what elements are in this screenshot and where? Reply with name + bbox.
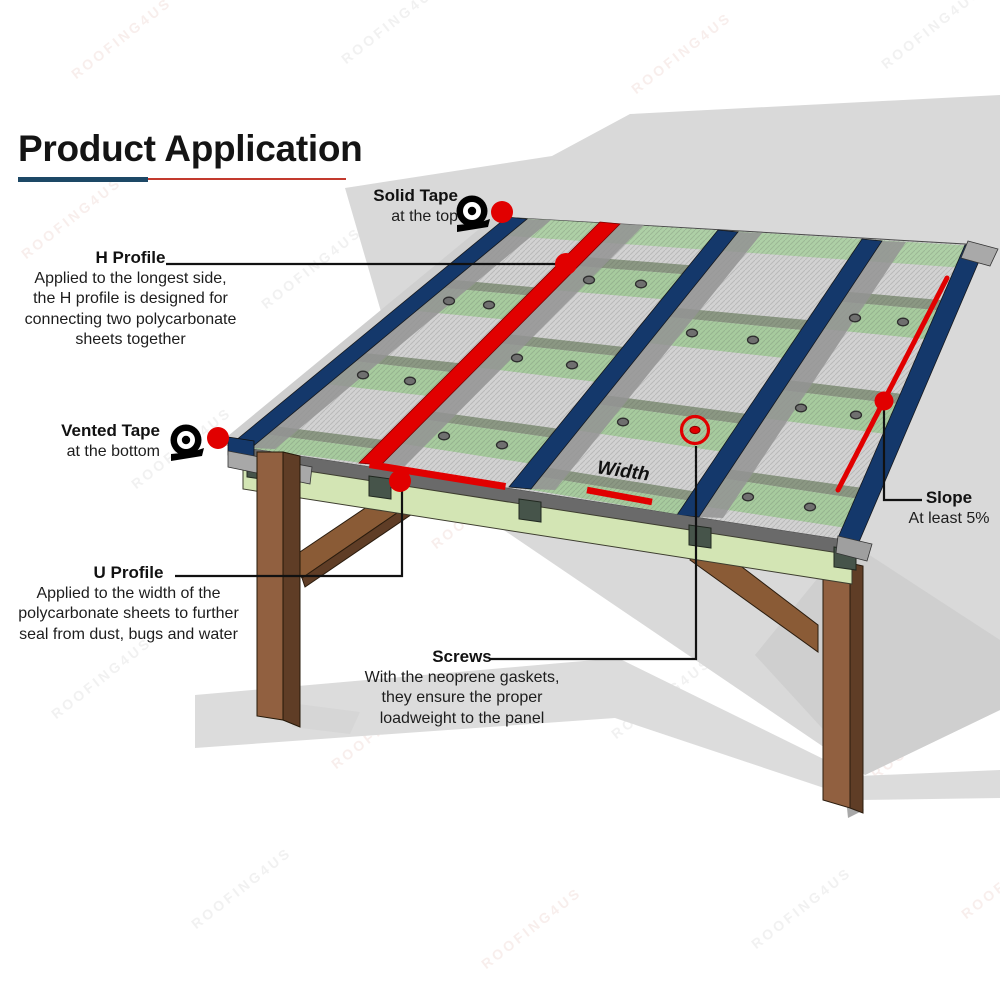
- u-profile-label: U Profile Applied to the width of the po…: [12, 563, 245, 645]
- u-profile-description: Applied to the width of the polycarbonat…: [18, 584, 239, 643]
- h-profile-dot: [555, 253, 577, 275]
- solid-tape-roll-icon: [456, 195, 490, 232]
- screws: [356, 275, 910, 512]
- screw-highlight-circle: [679, 414, 711, 446]
- slope-label: Slope At least 5%: [898, 488, 1000, 529]
- vented-tape-label: Vented Tape at the bottom: [61, 421, 160, 462]
- vented-tape-roll-icon: [170, 424, 204, 461]
- solid-tape-label: Solid Tape at the top: [373, 186, 458, 227]
- slope-leader: [882, 404, 922, 502]
- screws-title: Screws: [432, 647, 492, 666]
- title-underline-navy: [18, 177, 148, 182]
- vented-tape-title: Vented Tape: [61, 421, 160, 440]
- h-profile-title: H Profile: [95, 248, 166, 267]
- screws-description: With the neoprene gaskets, they ensure t…: [364, 668, 560, 727]
- solid-tape-title: Solid Tape: [373, 186, 458, 205]
- slope-indicator-line: [835, 275, 950, 493]
- marker-dots: [207, 201, 894, 492]
- u-profile-leader: [175, 484, 404, 578]
- h-profile-3: [676, 238, 883, 518]
- vented-tape-subtitle: at the bottom: [66, 442, 160, 460]
- slope-subtitle: At least 5%: [908, 509, 990, 527]
- wood-post-left: [256, 451, 301, 728]
- h-profile-description: Applied to the longest side, the H profi…: [24, 269, 237, 349]
- screws-leader: [490, 446, 698, 661]
- fascia-beam: [242, 460, 853, 585]
- h-profile-2: [508, 229, 739, 490]
- solid-tape-subtitle: at the top: [391, 207, 458, 225]
- vented-tape-dot: [207, 427, 229, 449]
- title-underline-red: [148, 178, 346, 180]
- profile-shadows: [251, 219, 906, 518]
- blue-profiles: [227, 216, 986, 543]
- slope-title: Slope: [925, 488, 973, 507]
- u-profile-highlighted: [369, 461, 506, 490]
- u-profile-dot: [389, 470, 411, 492]
- width-underline: [586, 486, 653, 506]
- solid-tape-dot: [491, 201, 513, 223]
- screw-highlighted: [689, 425, 701, 435]
- h-profile-label: H Profile Applied to the longest side, t…: [13, 248, 248, 351]
- slope-dot: [874, 391, 894, 411]
- annotations: [166, 195, 950, 661]
- roof-assembly: [217, 216, 999, 585]
- u-profile-title: U Profile: [93, 563, 164, 582]
- screws-label: Screws With the neoprene gaskets, they e…: [352, 647, 572, 729]
- page-title: Product Application: [18, 128, 363, 169]
